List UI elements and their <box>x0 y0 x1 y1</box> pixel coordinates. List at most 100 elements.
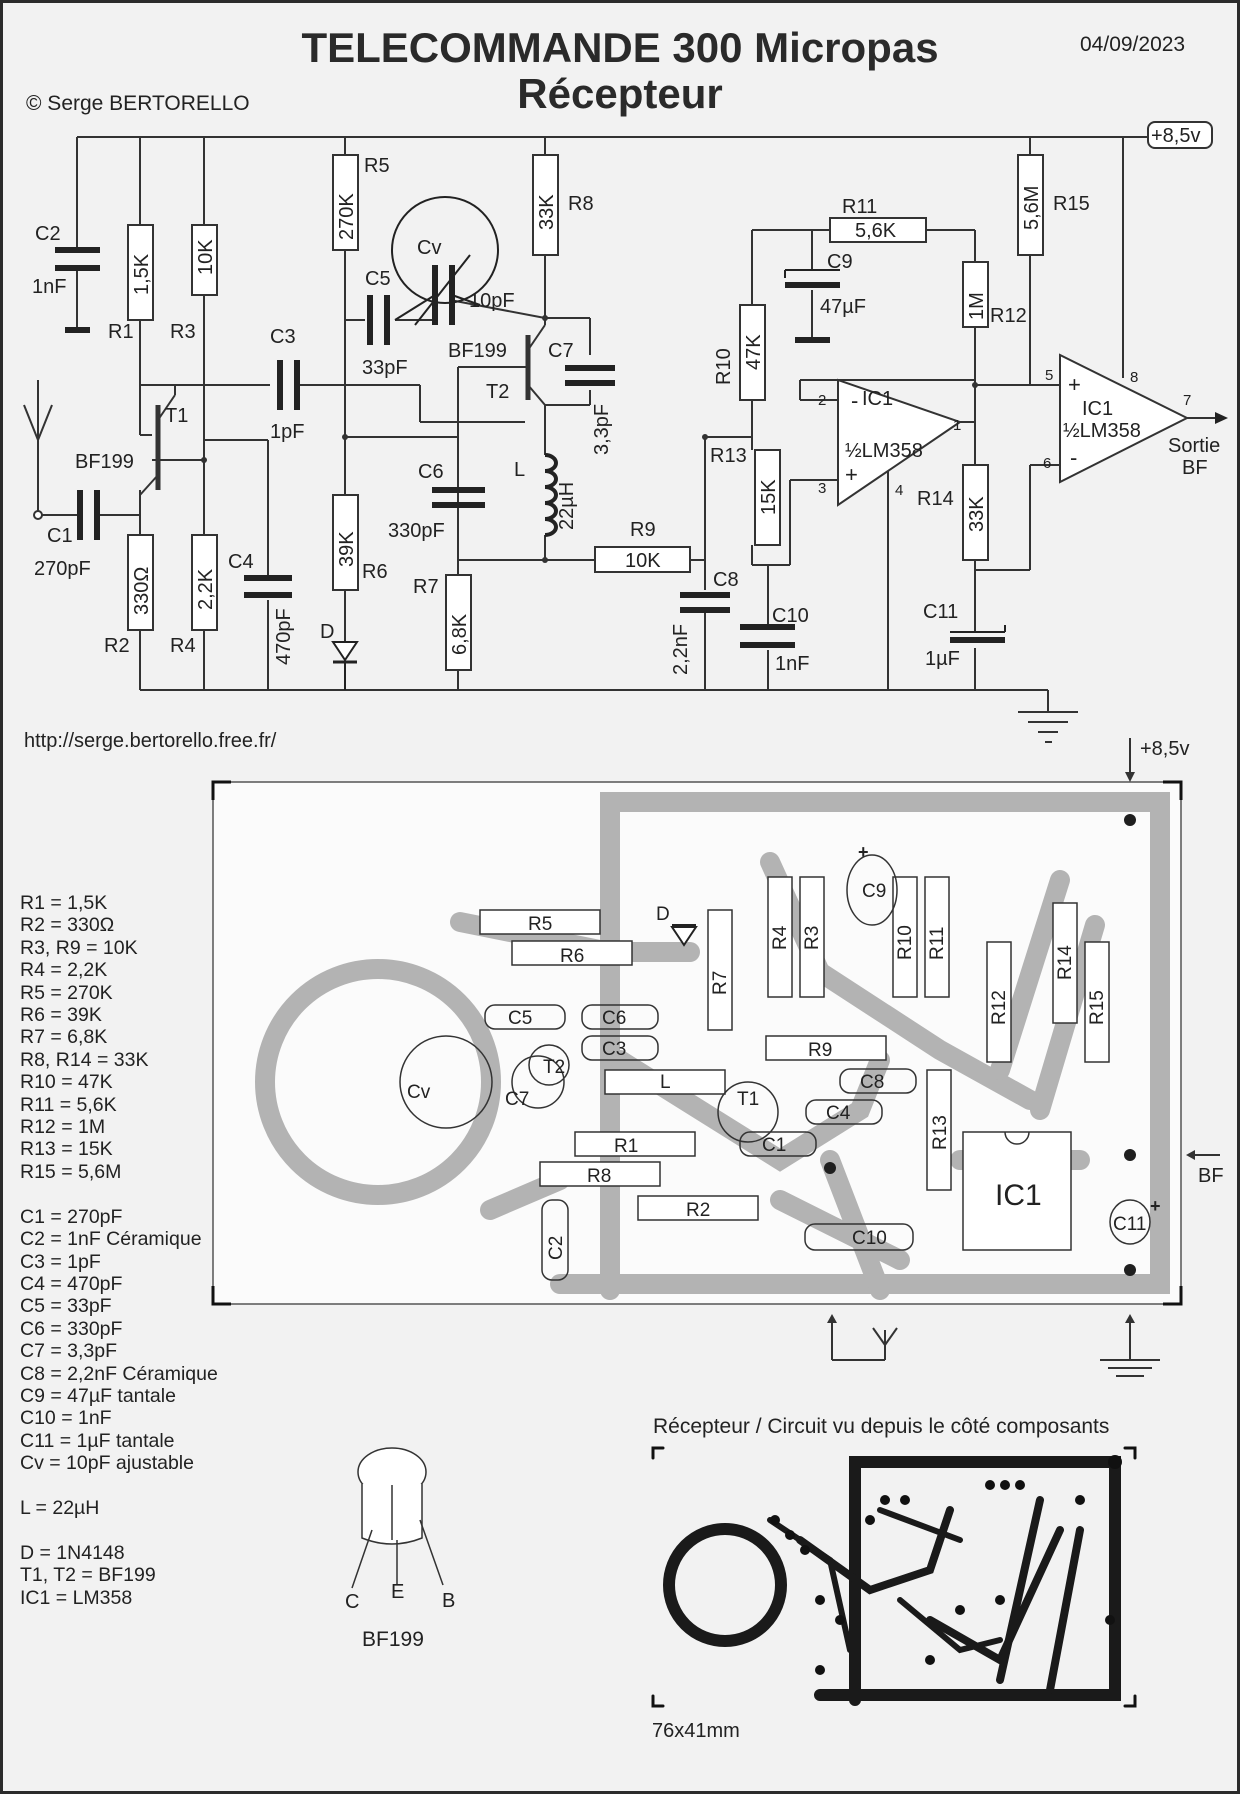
parts-list-item: R2 = 330Ω <box>20 914 115 937</box>
pcb-label-R14: R14 <box>1055 945 1076 980</box>
website-url: http://serge.bertorello.free.fr/ <box>24 730 277 752</box>
pcb-dimensions: 76x41mm <box>652 1720 740 1742</box>
schematic <box>23 136 1215 712</box>
label-C1-ref: C1 <box>47 525 73 547</box>
label-C8-val: 2,2nF <box>670 624 692 675</box>
label-R5-ref: R5 <box>364 155 390 177</box>
parts-list-spacer <box>20 1519 218 1541</box>
schematic-resistors <box>127 154 1044 671</box>
label-R1-val: 1,5K <box>131 253 153 295</box>
bf199-pin-e: E <box>391 1581 404 1603</box>
pcb-supply-label: +8,5v <box>1140 738 1189 760</box>
label-L-ref: L <box>514 459 525 481</box>
label-C9-val: 47µF <box>820 296 866 318</box>
pcb-label-D: D <box>656 904 670 925</box>
opamp1-pin3: 3 <box>818 480 826 497</box>
bf199-pin-c: C <box>345 1591 359 1613</box>
label-R15-val: 5,6M <box>1021 186 1043 230</box>
opamp1-pin2: 2 <box>818 392 826 409</box>
label-C5-val: 33pF <box>362 357 408 379</box>
parts-list-item: C10 = 1nF <box>20 1407 112 1430</box>
parts-list-item: C9 = 47µF tantale <box>20 1384 176 1407</box>
pcb-label-L: L <box>660 1072 671 1093</box>
label-R10-ref: R10 <box>713 348 735 385</box>
pcb-label-C6: C6 <box>602 1008 626 1029</box>
parts-list-item: C1 = 270pF <box>20 1205 123 1228</box>
parts-list-item: C3 = 1pF <box>20 1250 101 1273</box>
opamp2-pin5: 5 <box>1045 367 1053 384</box>
date-label: 04/09/2023 <box>1080 33 1186 56</box>
parts-list-item: R12 = 1M <box>20 1116 106 1139</box>
page-subtitle: Récepteur <box>517 70 723 117</box>
label-R11-val: 5,6K <box>855 220 897 242</box>
label-R14-val: 33K <box>966 496 988 532</box>
svg-text:-: - <box>1070 445 1077 470</box>
parts-list-spacer <box>20 1183 218 1205</box>
pcb-label-R2: R2 <box>686 1200 710 1221</box>
parts-list-item: R5 = 270K <box>20 981 113 1004</box>
pcb-bf-label: BF <box>1198 1165 1224 1187</box>
pcb-label-C2: C2 <box>546 1236 567 1260</box>
opamp1-sub: ½LM358 <box>845 440 923 462</box>
parts-list-item: C6 = 330pF <box>20 1317 123 1340</box>
label-R8-val: 33K <box>536 194 558 230</box>
svg-text:+: + <box>858 842 869 862</box>
label-R14-ref: R14 <box>917 488 954 510</box>
pcb-label-C7: C7 <box>505 1089 529 1110</box>
label-C11-ref: C11 <box>923 601 958 623</box>
parts-list-item: D = 1N4148 <box>20 1541 125 1564</box>
opamp1-pin4: 4 <box>895 482 903 499</box>
parts-list-item: C5 = 33pF <box>20 1295 112 1318</box>
pcb-label-C9: C9 <box>862 881 886 902</box>
pcb-label-R5: R5 <box>528 914 552 935</box>
label-C6-ref: C6 <box>418 461 444 483</box>
pcb-label-C8: C8 <box>860 1072 884 1093</box>
pcb-label-R15: R15 <box>1087 990 1108 1025</box>
svg-text:+: + <box>845 462 858 487</box>
pcb-label-R12: R12 <box>989 990 1010 1025</box>
opamp2-pin8: 8 <box>1130 369 1138 386</box>
pcb-label-R4: R4 <box>770 925 791 950</box>
label-R9-ref: R9 <box>630 519 656 541</box>
label-C4-val: 470pF <box>273 608 295 665</box>
bf199-caption: BF199 <box>362 1628 424 1651</box>
svg-text:+: + <box>1068 372 1081 397</box>
pcb-label-T2: T2 <box>543 1057 565 1078</box>
label-C6-val: 330pF <box>388 520 445 542</box>
opamp1-pin1: 1 <box>953 417 961 434</box>
pcb-label-C11: C11 <box>1113 1214 1146 1235</box>
label-T2-ref: T2 <box>486 381 509 403</box>
parts-list-item: R15 = 5,6M <box>20 1160 122 1183</box>
label-C10-ref: C10 <box>772 605 809 627</box>
label-T1-ref: T1 <box>165 405 188 427</box>
parts-list-item: R1 = 1,5K <box>20 892 108 914</box>
parts-list: R1 = 1,5K R2 = 330Ω R3, R9 = 10K R4 = 2,… <box>20 892 218 1609</box>
bf199-pin-b: B <box>442 1590 455 1612</box>
pcb-label-C3: C3 <box>602 1039 626 1060</box>
opamp2-pin7: 7 <box>1183 392 1191 409</box>
pcb-label-R6: R6 <box>560 946 584 967</box>
label-C9-ref: C9 <box>827 251 853 273</box>
label-R13-ref: R13 <box>710 445 747 467</box>
label-C2-ref: C2 <box>35 223 61 245</box>
label-C7-ref: C7 <box>548 340 574 362</box>
label-R3-val: 10K <box>195 239 217 275</box>
pcb-board <box>211 738 1220 1377</box>
label-C11-val: 1µF <box>925 648 960 670</box>
pcb-label-C1: C1 <box>762 1135 786 1156</box>
label-C3-val: 1pF <box>270 421 304 443</box>
label-R9-val: 10K <box>625 550 661 572</box>
pcb-caption: Récepteur / Circuit vu depuis le côté co… <box>653 1415 1110 1438</box>
schematic-diode <box>331 641 359 690</box>
output-label-1: Sortie <box>1168 435 1220 457</box>
pcb-label-R7: R7 <box>710 971 731 995</box>
label-R5-val: 270K <box>336 193 358 240</box>
label-R3-ref: R3 <box>170 321 196 343</box>
pcb-label-R9: R9 <box>808 1040 832 1061</box>
parts-list-item: C2 = 1nF Céramique <box>20 1228 202 1251</box>
opamps <box>837 353 1190 507</box>
parts-list-item: R7 = 6,8K <box>20 1026 108 1049</box>
output-label-2: BF <box>1182 457 1208 479</box>
